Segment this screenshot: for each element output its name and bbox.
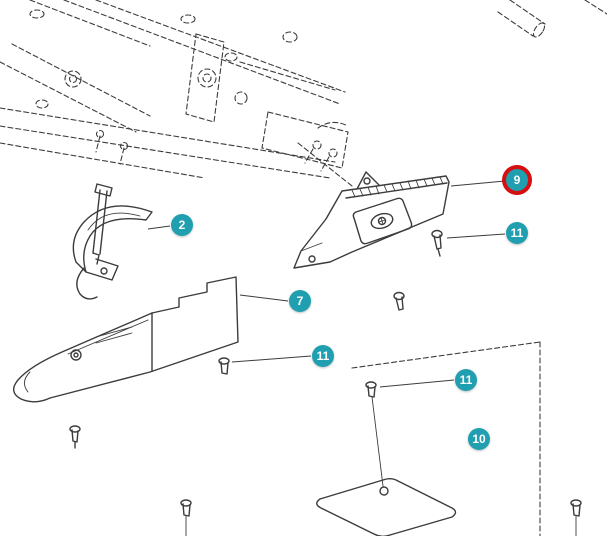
callout-part-2-label: 2 — [178, 218, 186, 232]
callout-part-11-c[interactable]: 11 — [455, 369, 477, 391]
callout-part-11-a-label: 11 — [510, 226, 524, 240]
callout-part-7[interactable]: 7 — [289, 290, 311, 312]
fastener-below-part-9-drawing — [393, 291, 405, 311]
callout-part-11-b[interactable]: 11 — [312, 345, 334, 367]
fastener-part-10-drawing — [365, 381, 384, 487]
ghost-frame-drawing — [0, 0, 353, 187]
callout-part-10[interactable]: 10 — [468, 428, 490, 450]
part-2-drawing — [72, 183, 153, 300]
ghost-tube-drawing — [497, 0, 607, 38]
leader-lines — [147, 180, 506, 388]
part-9-drawing — [293, 171, 450, 269]
callout-part-11-a[interactable]: 11 — [506, 222, 528, 244]
callout-part-7-label: 7 — [296, 294, 304, 308]
callout-part-10-label: 10 — [472, 432, 486, 446]
fastener-11-right-drawing — [431, 229, 443, 257]
part-7-drawing — [13, 276, 239, 403]
callout-part-9[interactable]: 9 — [506, 169, 528, 191]
callout-part-11-c-label: 11 — [459, 373, 473, 387]
fastener-bottom-left-drawing — [180, 499, 192, 536]
part-10-drawing — [316, 478, 457, 536]
callout-part-11-b-label: 11 — [316, 349, 330, 363]
ghost-panel-drawing — [351, 341, 541, 536]
fastener-bottom-right-drawing — [570, 499, 582, 536]
fastener-11-middle-drawing — [218, 357, 230, 375]
callout-part-9-label: 9 — [513, 173, 521, 187]
callout-part-2[interactable]: 2 — [171, 214, 193, 236]
fastener-below-part-7-drawing — [69, 425, 81, 449]
